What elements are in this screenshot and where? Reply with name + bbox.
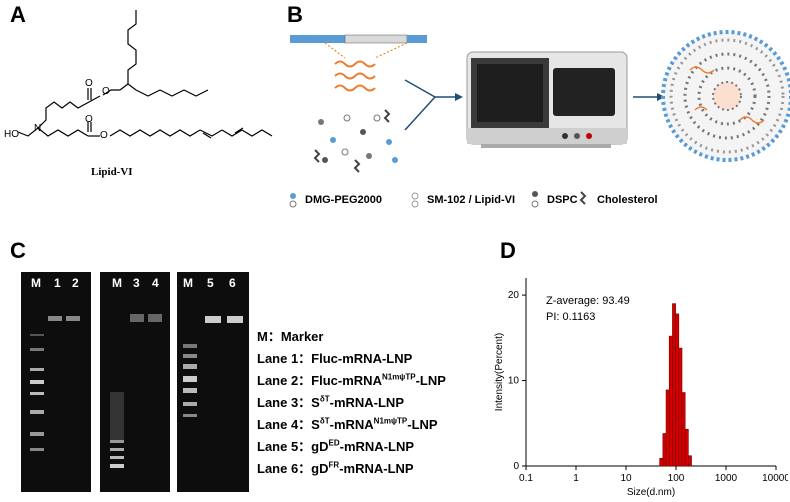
size-bar bbox=[678, 347, 683, 467]
legend-dspc: DSPC bbox=[547, 194, 578, 206]
lane-legend: M：Marker Lane 1：Fluc-mRNA-LNP Lane 2：Flu… bbox=[257, 326, 446, 480]
panel-a-structure: HO N O O O O Lipid-VI bbox=[0, 0, 285, 200]
atom-o-ester-1: O bbox=[102, 86, 110, 97]
size-bar bbox=[672, 303, 676, 467]
gel1-bands bbox=[30, 316, 80, 451]
gel3-lane-6: 6 bbox=[229, 276, 236, 290]
panel-a-letter: A bbox=[10, 2, 26, 27]
legend-cholesterol: Cholesterol bbox=[597, 194, 658, 206]
gel3-bands bbox=[183, 316, 243, 417]
x-tick-label: 0.1 bbox=[519, 473, 533, 484]
size-bar bbox=[675, 313, 680, 467]
x-tick-label: 10000 bbox=[762, 473, 788, 484]
size-bar bbox=[681, 392, 686, 467]
legend-sm102-lipid: SM-102 / Lipid-VI bbox=[427, 194, 516, 206]
size-bar bbox=[659, 458, 664, 467]
molecule-label: Lipid-VI bbox=[91, 166, 133, 178]
mixing-instrument bbox=[466, 51, 628, 148]
y-axis-label: Intensity(Percent) bbox=[494, 333, 505, 411]
lipid-mix bbox=[313, 109, 398, 173]
lane-2-label: Lane 2：Fluc-mRNAN1mψTP-LNP bbox=[257, 372, 446, 388]
lane-4-label: Lane 4：SδT-mRNAN1mψTP-LNP bbox=[257, 416, 438, 432]
gel1-lane-2: 2 bbox=[72, 276, 79, 290]
x-tick-label: 1 bbox=[573, 473, 579, 484]
size-bar bbox=[662, 433, 667, 467]
panel-b-schematic: DMG-PEG2000 SM-102 / Lipid-VI DSPC Chole… bbox=[285, 0, 790, 215]
size-bar bbox=[668, 335, 673, 467]
panel-c-letter: C bbox=[10, 238, 26, 263]
x-tick-label: 100 bbox=[668, 473, 685, 484]
x-tick-label: 1000 bbox=[715, 473, 738, 484]
lane-3-label: Lane 3：SδT-mRNA-LNP bbox=[257, 394, 404, 410]
atom-ho: HO bbox=[4, 129, 19, 140]
atom-o-ester-2: O bbox=[100, 130, 108, 141]
size-bar bbox=[665, 389, 670, 467]
lane-6-label: Lane 6：gDFR-mRNA-LNP bbox=[257, 460, 414, 476]
chart-annotation: Z-average: 93.49 bbox=[546, 295, 630, 307]
lnp-particle bbox=[661, 30, 790, 162]
y-tick-label: 10 bbox=[508, 376, 520, 387]
gel3-lane-5: 5 bbox=[207, 276, 214, 290]
atom-o-carbonyl-1: O bbox=[85, 78, 93, 89]
gel-image-3: M 5 6 bbox=[177, 272, 249, 492]
y-tick-label: 20 bbox=[508, 290, 520, 301]
lane-5-label: Lane 5：gDED-mRNA-LNP bbox=[257, 438, 415, 454]
x-axis-label: Size(d.nm) bbox=[627, 487, 675, 498]
gel-image-1: M 1 2 bbox=[21, 272, 91, 492]
gel1-lane-1: 1 bbox=[54, 276, 61, 290]
legend-icons bbox=[289, 191, 587, 208]
size-bar bbox=[684, 428, 689, 467]
gel2-lane-4: 4 bbox=[152, 276, 159, 290]
atom-o-carbonyl-2: O bbox=[85, 114, 93, 125]
atom-n: N bbox=[34, 123, 42, 134]
gel2-lane-m: M bbox=[112, 276, 122, 290]
size-bar bbox=[688, 455, 692, 467]
x-tick-label: 10 bbox=[620, 473, 632, 484]
y-tick-label: 0 bbox=[513, 461, 519, 472]
gel1-lane-m: M bbox=[31, 276, 41, 290]
panel-d-letter: D bbox=[500, 238, 516, 263]
panel-b-letter: B bbox=[287, 2, 303, 27]
lipid-structure-drawing bbox=[17, 10, 273, 139]
chart-annotation: PI: 0.1163 bbox=[546, 311, 595, 323]
lnp-workflow-illustration bbox=[289, 30, 790, 208]
gel2-bands bbox=[110, 314, 162, 468]
gel-image-2: M 3 4 bbox=[100, 272, 170, 492]
lane-1-label: Lane 1：Fluc-mRNA-LNP bbox=[257, 351, 413, 366]
legend-dmg-peg: DMG-PEG2000 bbox=[305, 194, 383, 206]
gel3-lane-m: M bbox=[183, 276, 193, 290]
gel2-lane-3: 3 bbox=[133, 276, 140, 290]
marker-label: M：Marker bbox=[257, 329, 324, 344]
